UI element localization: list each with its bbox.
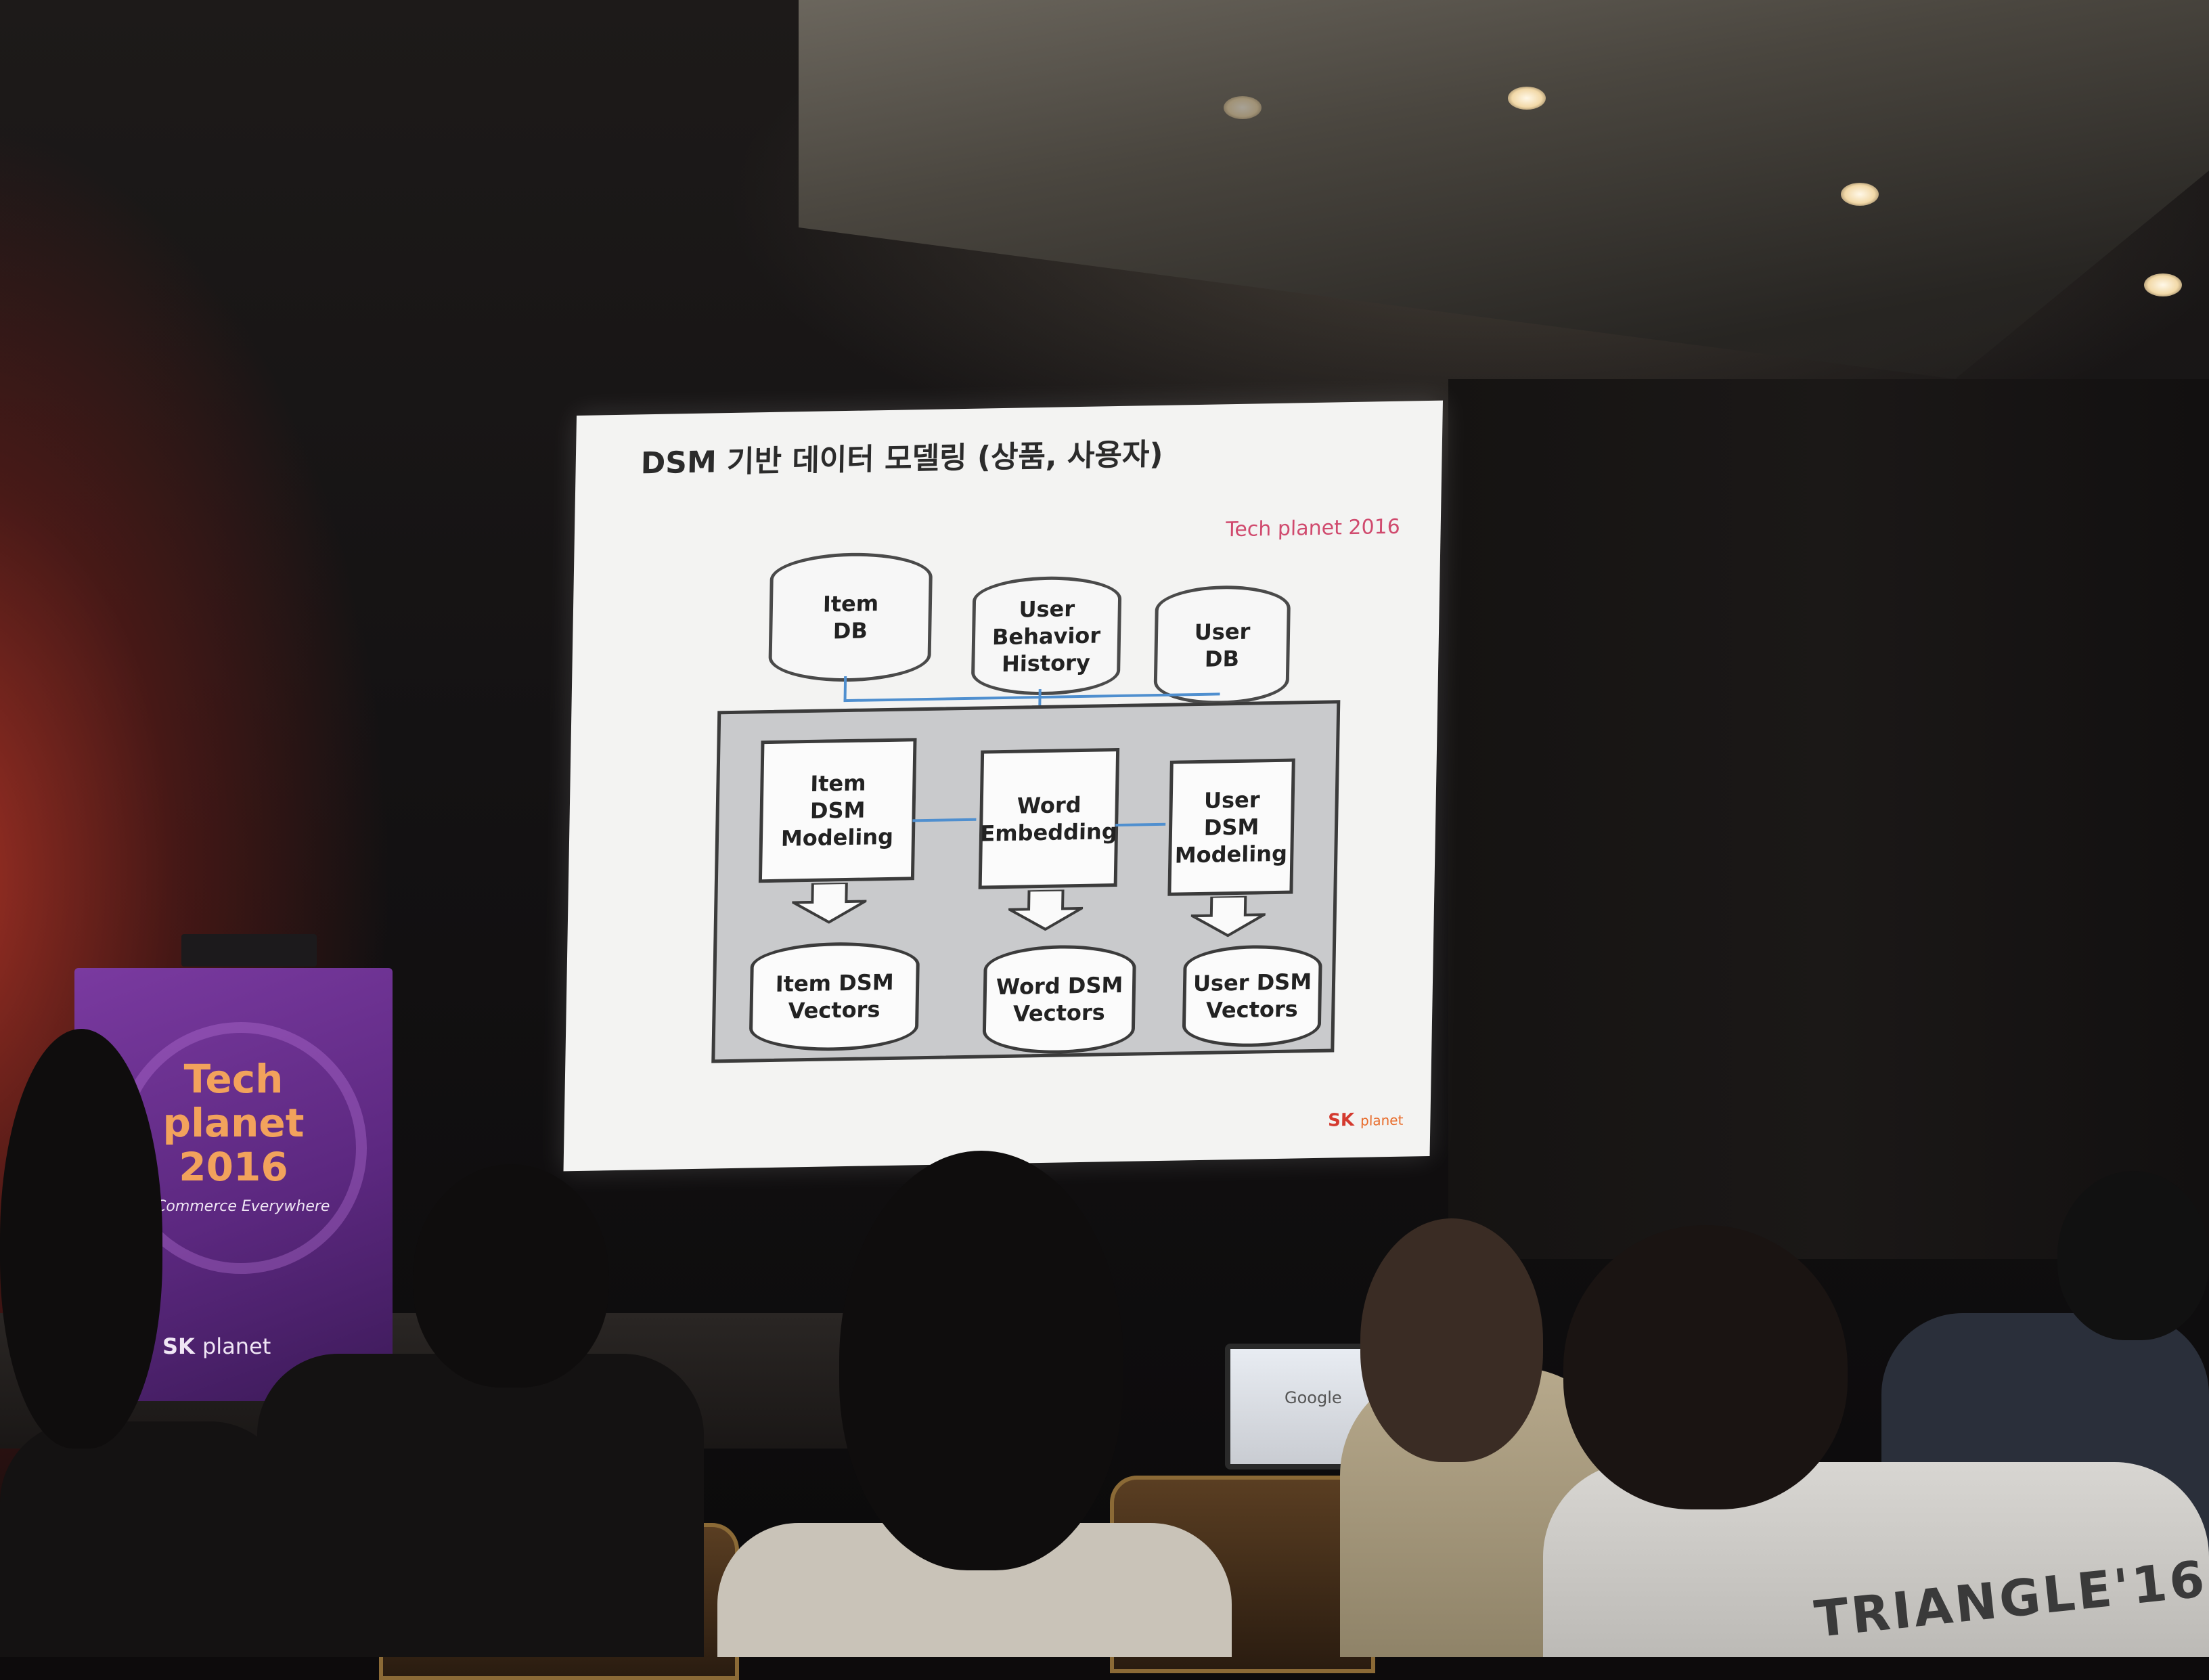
podium-tagline: Commerce Everywhere bbox=[156, 1198, 330, 1215]
audience-head bbox=[2057, 1171, 2209, 1340]
ceiling-light bbox=[2144, 273, 2182, 296]
item-dsm-vectors-cylinder: Item DSM Vectors bbox=[749, 941, 920, 1052]
slide-brand: Tech planet 2016 bbox=[1226, 515, 1400, 542]
word-dsm-vectors-cylinder: Word DSM Vectors bbox=[982, 944, 1136, 1055]
podium-sk-planet-logo: SK planet bbox=[162, 1333, 271, 1359]
ceiling-light bbox=[1841, 183, 1879, 206]
item-dsm-modeling-box: Item DSM Modeling bbox=[759, 738, 917, 883]
user-db-cylinder: User DB bbox=[1153, 585, 1291, 706]
audience-head bbox=[0, 1029, 162, 1449]
audience-head bbox=[1360, 1218, 1543, 1462]
arrow-to-item-model bbox=[912, 818, 976, 822]
down-arrow-icon bbox=[792, 883, 867, 925]
audience-head bbox=[1563, 1225, 1848, 1509]
ceiling-light bbox=[1224, 96, 1262, 119]
down-arrow-icon bbox=[1008, 889, 1084, 931]
user-dsm-vectors-cylinder: User DSM Vectors bbox=[1182, 944, 1322, 1048]
word-embedding-box: Word Embedding bbox=[979, 748, 1120, 889]
down-arrow-icon bbox=[1190, 896, 1266, 937]
laptop-screen-text: Google bbox=[1285, 1388, 1342, 1407]
audience-head bbox=[413, 1164, 609, 1388]
ceiling-light bbox=[1508, 87, 1546, 110]
sk-planet-logo: SK planet bbox=[1328, 1109, 1404, 1131]
audience-member bbox=[257, 1354, 704, 1657]
model-frame: Item DSM Modeling Word Embedding User DS… bbox=[711, 700, 1340, 1063]
audience-member bbox=[0, 1421, 291, 1657]
arrow-to-user-model bbox=[1115, 823, 1165, 826]
item-db-cylinder: Item DB bbox=[768, 552, 933, 683]
connector-line bbox=[844, 676, 847, 701]
audience-head bbox=[839, 1151, 1123, 1570]
right-wall bbox=[1448, 379, 2209, 1259]
user-dsm-modeling-box: User DSM Modeling bbox=[1167, 758, 1295, 896]
projection-screen: DSM 기반 데이터 모델링 (상품, 사용자) Tech planet 201… bbox=[564, 401, 1443, 1172]
slide-title: DSM 기반 데이터 모델링 (상품, 사용자) bbox=[640, 430, 1163, 482]
user-behavior-history-cylinder: User Behavior History bbox=[971, 575, 1122, 697]
laptop-on-podium bbox=[181, 934, 317, 967]
